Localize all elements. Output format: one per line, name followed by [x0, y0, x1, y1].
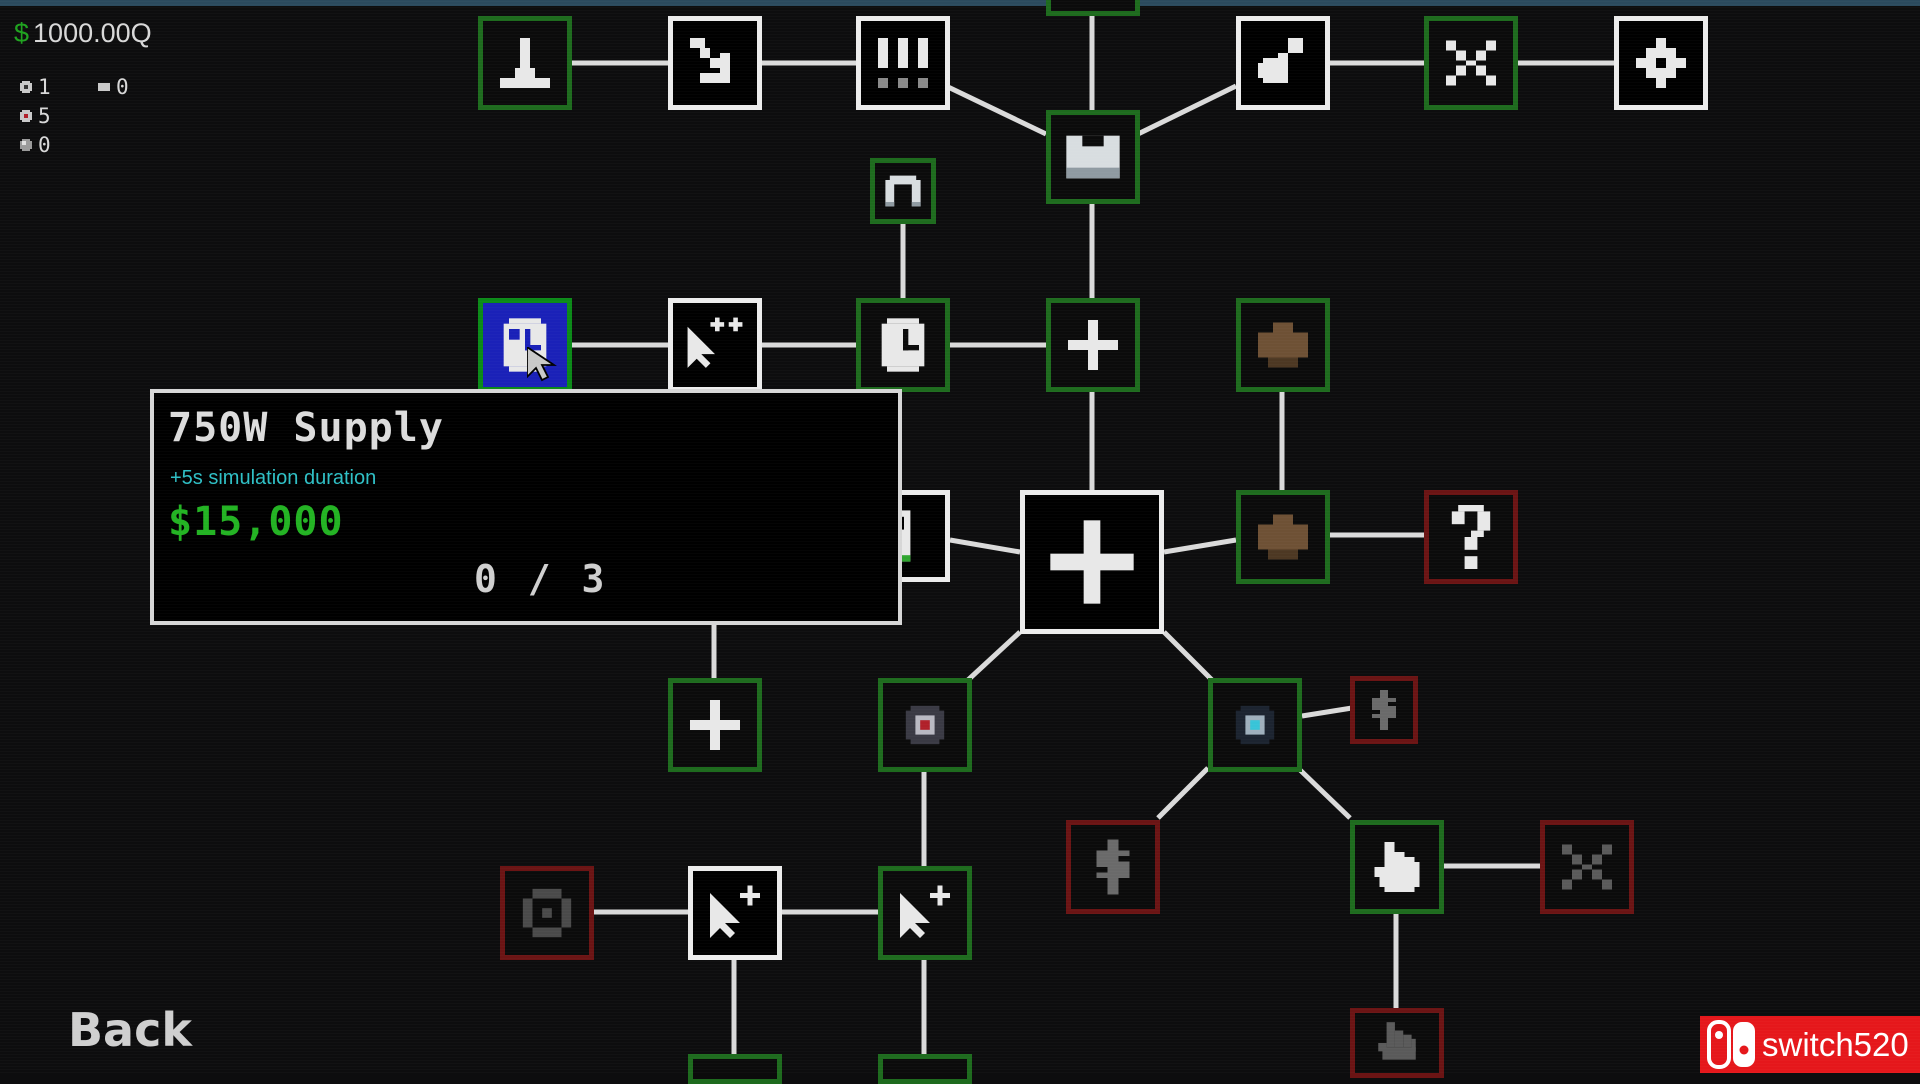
- money-value: 1000.00Q: [33, 18, 152, 48]
- dice-icon: [522, 888, 572, 938]
- upgrade-node-brown-top[interactable]: [1236, 298, 1330, 392]
- pedestal-icon: [500, 38, 550, 88]
- mouse-cursor-icon: [527, 347, 557, 382]
- watermark-badge: switch520: [1700, 1016, 1920, 1073]
- upgrade-node-partial-bottom-a[interactable]: [688, 1054, 782, 1084]
- upgrade-node-hand-locked[interactable]: [1350, 1008, 1444, 1078]
- upgrade-node-center-plus[interactable]: [1020, 490, 1164, 634]
- upgrade-node-dollar-small[interactable]: [1350, 676, 1418, 744]
- watermark-text: switch520: [1762, 1025, 1909, 1063]
- upgrade-node-red-eye[interactable]: [878, 678, 972, 772]
- upgrade-node-hopper[interactable]: [1046, 110, 1140, 204]
- hand-icon: [1378, 1022, 1416, 1060]
- stat-chips: 0: [98, 75, 129, 99]
- shuffle-icon: [1446, 40, 1496, 86]
- orb-icon: [20, 139, 32, 151]
- red-eye-icon: [905, 705, 945, 745]
- upgrade-tooltip: 750W Supply +5s simulation duration $15,…: [150, 389, 902, 625]
- dollar-icon: [1372, 690, 1396, 730]
- ring-icon: [20, 110, 32, 122]
- triple-exclamation-icon: [878, 38, 928, 88]
- tooltip-title: 750W Supply: [168, 405, 444, 451]
- upgrade-node-shuffle-locked[interactable]: [1540, 820, 1634, 914]
- upgrade-node-dollar-big[interactable]: [1066, 820, 1160, 914]
- cursor-plus-icon: [900, 885, 950, 938]
- upgrade-node-clock[interactable]: [856, 298, 950, 392]
- upgrade-node-hand[interactable]: [1350, 820, 1444, 914]
- back-button[interactable]: Back: [68, 1003, 192, 1057]
- upgrade-node-cursor-plus-b[interactable]: [878, 866, 972, 960]
- upgrade-node-magnet[interactable]: [870, 158, 936, 224]
- gear-small-icon: [20, 81, 32, 93]
- chip-icon: [98, 83, 110, 91]
- clock-icon: [881, 318, 925, 372]
- top-edge-bar: [0, 0, 1920, 6]
- cursor-plus-icon: [710, 885, 760, 938]
- tooltip-description: +5s simulation duration: [170, 467, 377, 489]
- question-icon: [1451, 505, 1491, 569]
- hand-icon: [1374, 842, 1420, 892]
- tooltip-progress: 0 / 3: [474, 557, 609, 601]
- stat-orbs: 0: [20, 133, 51, 157]
- cursor-double-plus-icon: [687, 317, 743, 368]
- upgrade-node-shuffle[interactable]: [1424, 16, 1518, 110]
- upgrade-node-connector[interactable]: [1236, 16, 1330, 110]
- upgrade-node-blue-eye[interactable]: [1208, 678, 1302, 772]
- stat-gears: 1: [20, 75, 51, 99]
- shuffle-icon: [1562, 844, 1612, 890]
- upgrade-node-arrow-corner[interactable]: [668, 16, 762, 110]
- gear-icon: [1636, 38, 1686, 88]
- plus-icon: [690, 700, 740, 750]
- upgrade-node-cursor-plus-plus[interactable]: [668, 298, 762, 392]
- blob-icon: [1258, 514, 1308, 560]
- hopper-icon: [1066, 135, 1120, 179]
- upgrade-node-plus-top[interactable]: [1046, 298, 1140, 392]
- upgrade-node-power-supply-750w[interactable]: [478, 298, 572, 392]
- arrow-down-right-icon: [690, 38, 730, 83]
- blue-eye-icon: [1235, 705, 1275, 745]
- upgrade-node-pedestal[interactable]: [478, 16, 572, 110]
- money-display: $1000.00Q: [14, 18, 152, 49]
- upgrade-node-plus-left[interactable]: [668, 678, 762, 772]
- currency-symbol: $: [14, 18, 30, 48]
- upgrade-node-offscreen[interactable]: [1046, 0, 1140, 16]
- upgrade-node-mystery[interactable]: [1424, 490, 1518, 584]
- upgrade-node-brown-mid[interactable]: [1236, 490, 1330, 584]
- upgrade-node-exclaim[interactable]: [856, 16, 950, 110]
- plus-icon: [1050, 520, 1134, 604]
- switch-logo-icon: [1707, 1020, 1755, 1069]
- upgrade-node-cursor-plus-a[interactable]: [688, 866, 782, 960]
- magnet-icon: [885, 175, 921, 207]
- blob-icon: [1258, 322, 1308, 368]
- upgrade-node-gear[interactable]: [1614, 16, 1708, 110]
- stat-rings: 5: [20, 104, 51, 128]
- dollar-icon: [1096, 839, 1130, 895]
- upgrade-node-dice-locked[interactable]: [500, 866, 594, 960]
- tooltip-price: $15,000: [168, 499, 344, 545]
- connector-icon: [1258, 38, 1303, 83]
- upgrade-node-partial-bottom-b[interactable]: [878, 1054, 972, 1084]
- plus-icon: [1068, 320, 1118, 370]
